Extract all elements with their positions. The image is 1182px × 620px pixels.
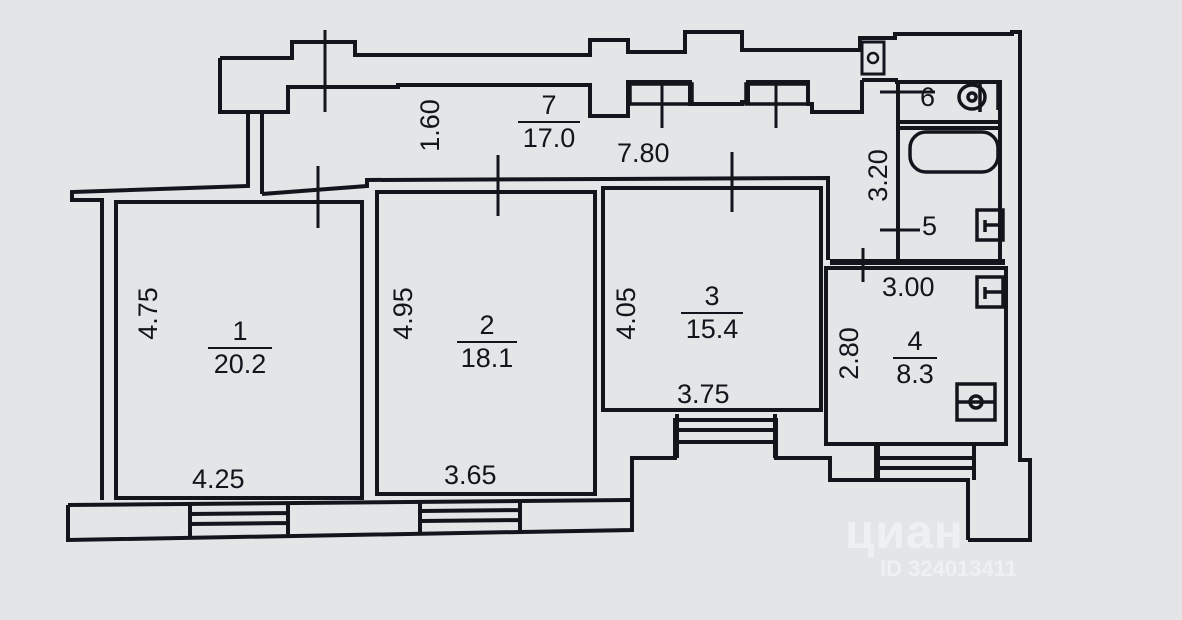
corridor-wall-top [218,58,864,118]
corridor-wall-bottom [261,175,830,260]
dim-bath-height: 3.20 [862,149,893,202]
sink-icon [975,275,1005,309]
wardrobe [744,82,810,106]
room-4-area: 8.3 [896,358,934,389]
exterior-wall-bottom [66,418,970,543]
dim-room-4-height: 2.80 [833,327,864,380]
wardrobe [628,82,694,106]
room-4-label: 4 8.3 [893,327,937,389]
bathroom-walls [862,78,1002,262]
dim-room-1-width: 4.25 [192,464,245,494]
window-room-1 [188,504,290,538]
room-3-number: 3 [681,282,743,314]
window-room-4 [876,445,976,480]
room-3-outline [601,186,823,412]
room-3-area: 15.4 [685,313,739,344]
sink-icon [975,208,1005,242]
room-1-area: 20.2 [213,348,267,379]
dim-room-2-width: 3.65 [444,460,497,490]
dim-room-2-height: 4.95 [387,287,418,340]
room-2-number: 2 [457,311,517,343]
dim-room-1-height: 4.75 [132,287,163,340]
window-room-3 [675,414,777,458]
room-1-label: 1 20.2 [208,317,272,379]
wall-left-stub [70,112,250,500]
vent-shaft [860,40,886,76]
room-7-label: 7 17.0 [518,91,580,153]
room-3-label: 3 15.4 [681,282,743,344]
dim-room-3-height: 4.05 [610,287,641,340]
stove-icon [955,382,997,422]
room-4-outline [824,266,1008,446]
room-7-area: 17.0 [522,122,576,153]
exterior-wall-top [220,30,1032,542]
dim-corridor-length: 7.80 [617,138,670,168]
bathtub-icon [908,130,1000,174]
room-2-area: 18.1 [460,342,514,373]
room-4-number: 4 [893,327,937,359]
dim-room-3-width: 3.75 [677,379,730,409]
dim-room-4-width: 3.00 [882,272,935,302]
watermark-id: ID 324013411 [880,556,1018,581]
room-5-number: 5 [922,211,938,241]
room-1-number: 1 [208,317,272,349]
room-7-number: 7 [518,91,580,123]
window-room-2 [418,501,522,534]
room-2-label: 2 18.1 [457,311,517,373]
dim-corridor-height: 1.60 [414,99,445,152]
watermark: циан ID 324013411 [845,505,1017,582]
watermark-brand: циан [845,506,964,559]
toilet-icon [957,82,1000,112]
room-6-number: 6 [920,82,936,112]
room-2-outline [375,190,597,496]
room-1-outline [114,200,364,500]
